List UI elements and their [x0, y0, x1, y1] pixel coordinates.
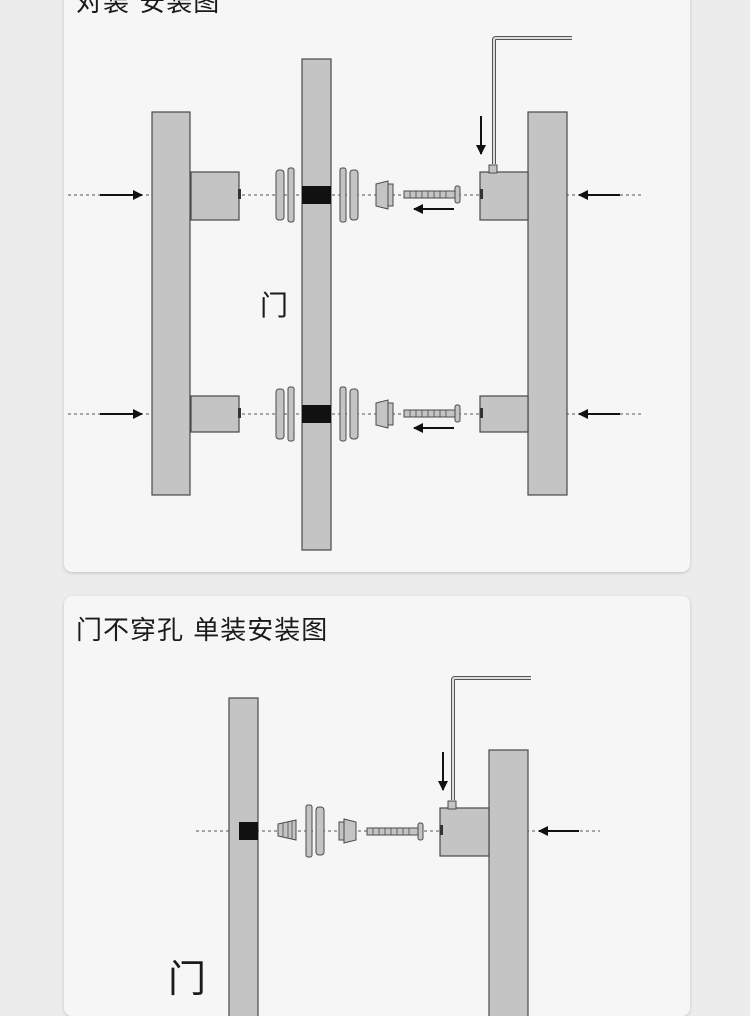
right-standoff-lower	[479, 395, 529, 433]
bushing	[338, 818, 357, 844]
washers	[305, 804, 325, 858]
door-bar	[228, 697, 259, 1016]
threaded-insert	[277, 819, 297, 841]
screw-icon	[403, 185, 461, 204]
door-hole-insert-upper	[302, 186, 331, 204]
door-adhesive-pad	[239, 822, 258, 840]
double-install-panel: 对装 安装图 门	[64, 0, 690, 572]
screw-icon	[366, 822, 424, 841]
door-label: 门	[168, 957, 206, 1001]
handle-bar	[488, 749, 529, 1016]
bushing-upper	[375, 180, 394, 210]
left-standoff-upper	[190, 171, 240, 221]
left-handle	[151, 111, 241, 496]
panel-title: 门不穿孔 单装安装图	[76, 616, 329, 646]
screw-icon	[403, 404, 461, 423]
washers-upper	[275, 167, 359, 223]
left-standoff-lower	[190, 395, 240, 433]
door-panel	[228, 697, 259, 1016]
handle	[439, 749, 529, 1016]
single-install-panel: 门不穿孔 单装安装图 门	[64, 596, 690, 1016]
right-handle-bar	[527, 111, 568, 496]
panel-title: 对装 安装图	[76, 0, 221, 18]
door-bar	[301, 58, 332, 551]
double-install-diagram: 门	[68, 36, 644, 551]
right-standoff-upper	[479, 171, 529, 221]
left-handle-bar	[151, 111, 191, 496]
right-handle	[479, 111, 568, 496]
bushing-lower	[375, 399, 394, 429]
washers-lower	[275, 386, 359, 442]
door-hole-insert-lower	[302, 405, 331, 423]
door-panel	[301, 58, 332, 551]
single-install-diagram: 门	[168, 676, 600, 1016]
handle-standoff	[439, 807, 490, 857]
door-label: 门	[260, 289, 288, 322]
